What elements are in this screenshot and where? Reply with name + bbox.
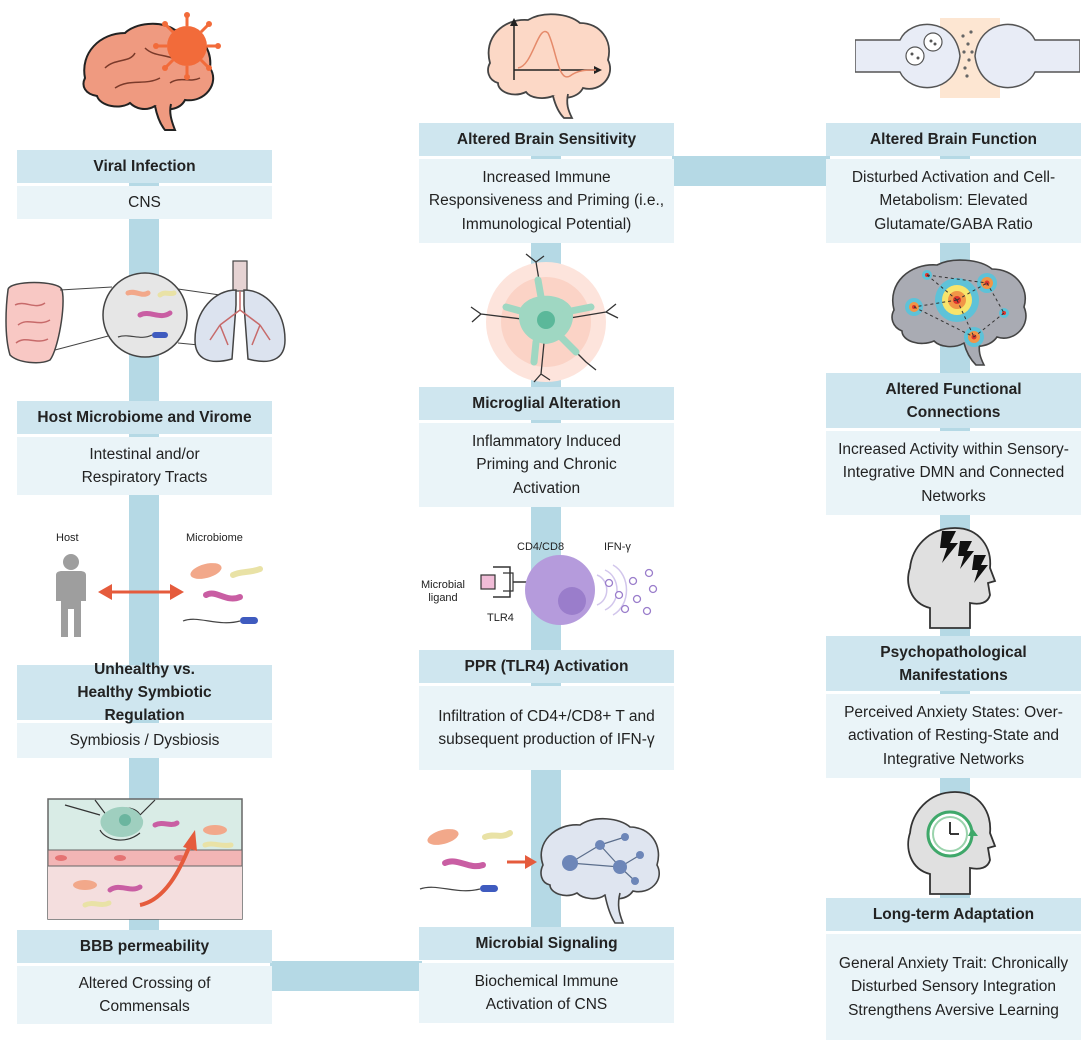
microbes-to-brain-icon <box>419 818 660 924</box>
ifn-gamma-label: IFN-γ <box>604 541 631 553</box>
tlr4-label: TLR4 <box>487 612 514 624</box>
altered-functional-connections-box: Altered Functional Connections Increased… <box>826 373 1081 515</box>
altered-brain-function-title: Altered Brain Function <box>826 123 1081 156</box>
microglial-alteration-box: Microglial Alteration Inflammatory Induc… <box>419 387 674 507</box>
double-arrow-icon <box>98 584 184 600</box>
microbial-signaling-box: Microbial Signaling Biochemical Immune A… <box>419 927 674 1023</box>
brain-graph-icon <box>487 13 611 119</box>
symbiotic-regulation-title: Unhealthy vs. Healthy Symbiotic Regulati… <box>17 661 272 724</box>
microbial-signaling-title: Microbial Signaling <box>419 927 674 960</box>
microbiome-label: Microbiome <box>186 532 243 544</box>
altered-brain-sensitivity-title: Altered Brain Sensitivity <box>419 123 674 156</box>
viral-infection-body: CNS <box>17 186 272 219</box>
viral-infection-box: Viral Infection CNS <box>17 150 272 219</box>
altered-brain-function-body: Disturbed Activation and Cell-Metabolism… <box>826 159 1081 243</box>
long-term-adaptation-box: Long-term Adaptation General Anxiety Tra… <box>826 898 1081 1040</box>
microbiome-bugs-icon <box>182 563 263 624</box>
synapse-icon <box>855 18 1080 98</box>
microglial-alteration-body: Inflammatory Induced Priming and Chronic… <box>419 423 674 507</box>
altered-brain-sensitivity-box: Altered Brain Sensitivity Increased Immu… <box>419 123 674 243</box>
altered-brain-sensitivity-body: Increased Immune Responsiveness and Prim… <box>419 159 674 243</box>
viral-infection-title: Viral Infection <box>17 150 272 183</box>
symbiotic-regulation-body: Symbiosis / Dysbiosis <box>17 723 272 758</box>
tlr4-cell-icon <box>480 555 658 625</box>
bbb-permeability-box: BBB permeability Altered Crossing of Com… <box>17 930 272 1024</box>
connector-top-h <box>672 156 830 186</box>
intestine-lungs-icon <box>5 260 286 364</box>
bbb-barrier-icon <box>47 798 243 920</box>
bbb-permeability-title: BBB permeability <box>17 930 272 963</box>
microglia-icon <box>470 253 619 383</box>
cd4-cd8-label: CD4/CD8 <box>517 541 565 553</box>
host-label: Host <box>56 532 79 544</box>
microbial-ligand-label: Microbial ligand <box>420 579 465 604</box>
altered-brain-function-box: Altered Brain Function Disturbed Activat… <box>826 123 1081 243</box>
microbial-signaling-body: Biochemical Immune Activation of CNS <box>419 963 674 1023</box>
altered-functional-connections-body: Increased Activity within Sensory-Integr… <box>826 431 1081 515</box>
psychopathological-box: Psychopathological Manifestations Percei… <box>826 636 1081 778</box>
brain-network-icon <box>891 259 1027 366</box>
long-term-adaptation-body: General Anxiety Trait: Chronically Distu… <box>826 934 1081 1040</box>
host-microbiome-body: Intestinal and/or Respiratory Tracts <box>17 437 272 495</box>
host-person-icon <box>56 554 86 637</box>
ppr-activation-body: Infiltration of CD4+/CD8+ T and subseque… <box>419 686 674 770</box>
head-clock-icon <box>907 791 997 895</box>
altered-functional-connections-title: Altered Functional Connections <box>826 373 1081 428</box>
connector-bottom-h <box>270 961 422 991</box>
psychopathological-title: Psychopathological Manifestations <box>826 636 1081 691</box>
brain-virus-icon <box>82 12 221 131</box>
host-microbiome-box: Host Microbiome and Virome Intestinal an… <box>17 401 272 495</box>
bbb-permeability-body: Altered Crossing of Commensals <box>17 966 272 1024</box>
ppr-activation-title: PPR (TLR4) Activation <box>419 650 674 683</box>
microglial-alteration-title: Microglial Alteration <box>419 387 674 420</box>
symbiotic-regulation-box: Unhealthy vs. Healthy Symbiotic Regulati… <box>17 661 272 758</box>
psychopathological-body: Perceived Anxiety States: Over-activatio… <box>826 694 1081 778</box>
head-lightning-icon <box>907 527 997 629</box>
host-microbiome-title: Host Microbiome and Virome <box>17 401 272 434</box>
ppr-activation-box: PPR (TLR4) Activation Infiltration of CD… <box>419 650 674 770</box>
long-term-adaptation-title: Long-term Adaptation <box>826 898 1081 931</box>
